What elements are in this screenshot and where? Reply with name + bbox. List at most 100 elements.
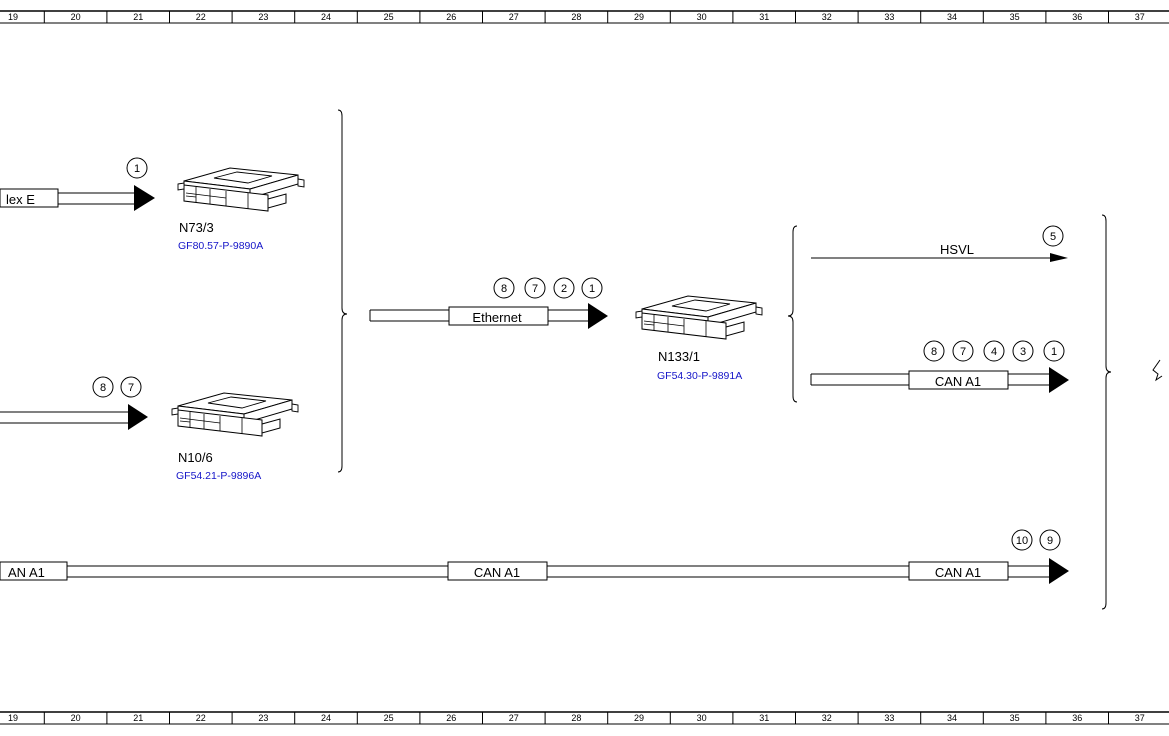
circle-marker[interactable]: 7 [524,277,546,299]
ruler-column-number: 36 [1072,713,1082,723]
ruler-column-number: 33 [884,713,894,723]
arrowhead [588,303,608,329]
circle-marker[interactable]: 7 [952,340,974,362]
ecu-n133-1[interactable] [635,295,763,340]
circle-marker[interactable]: 1 [126,157,148,179]
reference-link-n133-1[interactable]: GF54.30-P-9891A [657,370,742,382]
svg-text:8: 8 [501,283,507,295]
ruler-column-number: 19 [8,12,18,22]
circle-marker[interactable]: 8 [92,376,114,398]
svg-text:5: 5 [1050,231,1056,243]
ruler-column-number: 32 [822,713,832,723]
svg-text:7: 7 [960,346,966,358]
can-a1-upper-connection: CAN A1 8 7 4 3 1 [810,340,1069,393]
ruler-column-number: 21 [133,12,143,22]
flexray-connection: lex E 1 [0,157,155,211]
circle-marker[interactable]: 8 [923,340,945,362]
arrowhead [1049,558,1069,584]
ruler-column-number: 29 [634,12,644,22]
ruler-column-number: 24 [321,713,331,723]
ruler-column-number: 26 [446,713,456,723]
circle-marker[interactable]: 7 [120,376,142,398]
n10-input-connection: 8 7 [0,376,148,430]
arrowhead [134,185,155,211]
group-brace-left [337,109,348,473]
ruler-column-number: 27 [509,713,519,723]
can-a1-lower-left-label: AN A1 [8,565,45,580]
ruler-column-number: 31 [759,713,769,723]
reference-link-n10-6[interactable]: GF54.21-P-9896A [176,470,261,482]
svg-text:8: 8 [100,382,106,394]
ruler-column-number: 26 [446,12,456,22]
ruler-column-number: 37 [1135,12,1145,22]
group-brace-right [1101,214,1112,610]
svg-text:8: 8 [931,346,937,358]
top-ruler: 19 20 21 22 23 24 25 26 27 28 29 30 31 32 33 34 35 36 37 [0,10,1169,24]
component-label-n10-6: N10/6 [178,450,213,465]
circle-marker[interactable]: 1 [1043,340,1065,362]
arrowhead [128,404,148,430]
ruler-column-number: 20 [71,12,81,22]
ruler-column-number: 31 [759,12,769,22]
svg-text:7: 7 [128,382,134,394]
svg-text:1: 1 [589,283,595,295]
svg-text:7: 7 [532,283,538,295]
circle-marker[interactable]: 2 [553,277,575,299]
can-a1-lower-right-label: CAN A1 [935,565,981,580]
ruler-column-number: 22 [196,713,206,723]
ruler-column-number: 37 [1135,713,1145,723]
ruler-column-number: 24 [321,12,331,22]
ruler-column-number: 23 [258,12,268,22]
ecu-n10-6[interactable] [171,392,299,437]
arrowhead [1050,253,1068,262]
ecu-n73-3[interactable] [177,167,305,212]
ruler-column-number: 30 [697,12,707,22]
ruler-column-number: 28 [571,12,581,22]
ethernet-label: Ethernet [472,310,522,325]
svg-text:9: 9 [1047,535,1053,547]
svg-text:10: 10 [1016,535,1028,547]
flexray-label: lex E [6,192,35,207]
ruler-column-number: 21 [133,713,143,723]
svg-text:2: 2 [561,283,567,295]
ruler-column-number: 28 [571,713,581,723]
can-a1-lower-mid-label: CAN A1 [474,565,520,580]
ruler-column-number: 27 [509,12,519,22]
ruler-column-number: 33 [884,12,894,22]
bottom-ruler: 19 20 21 22 23 24 25 26 27 28 29 30 31 32 33 34 35 36 37 [0,711,1169,725]
component-label-n73-3: N73/3 [179,220,214,235]
svg-text:3: 3 [1020,346,1026,358]
ruler-column-number: 22 [196,12,206,22]
circle-marker[interactable]: 4 [983,340,1005,362]
svg-text:1: 1 [134,163,140,175]
circle-marker[interactable]: 5 [1042,225,1064,247]
circle-marker[interactable]: 10 [1011,529,1033,551]
circle-marker[interactable]: 3 [1012,340,1034,362]
svg-text:1: 1 [1051,346,1057,358]
can-a1-upper-label: CAN A1 [935,374,981,389]
ethernet-connection: Ethernet 8 7 2 1 [369,277,608,329]
ruler-column-number: 29 [634,713,644,723]
ruler-column-number: 34 [947,713,957,723]
can-a1-lower-connection: AN A1 CAN A1 CAN A1 10 9 [0,529,1069,584]
ruler-column-number: 30 [697,713,707,723]
hsvl-connection: HSVL 5 [811,225,1068,262]
ruler-column-number: 25 [384,12,394,22]
ruler-column-number: 35 [1010,12,1020,22]
circle-marker[interactable]: 1 [581,277,603,299]
ruler-column-number: 23 [258,713,268,723]
ruler-column-number: 35 [1010,713,1020,723]
hsvl-label: HSVL [940,242,974,257]
ruler-column-number: 20 [71,713,81,723]
component-label-n133-1: N133/1 [658,349,700,364]
ruler-column-number: 34 [947,12,957,22]
offpage-component-fragment [1152,359,1163,382]
circle-marker[interactable]: 8 [493,277,515,299]
reference-link-n73-3[interactable]: GF80.57-P-9890A [178,240,263,252]
ruler-column-number: 36 [1072,12,1082,22]
ruler-column-number: 25 [384,713,394,723]
ruler-column-number: 19 [8,713,18,723]
group-brace-middle [787,225,798,403]
circle-marker[interactable]: 9 [1039,529,1061,551]
ruler-column-number: 32 [822,12,832,22]
